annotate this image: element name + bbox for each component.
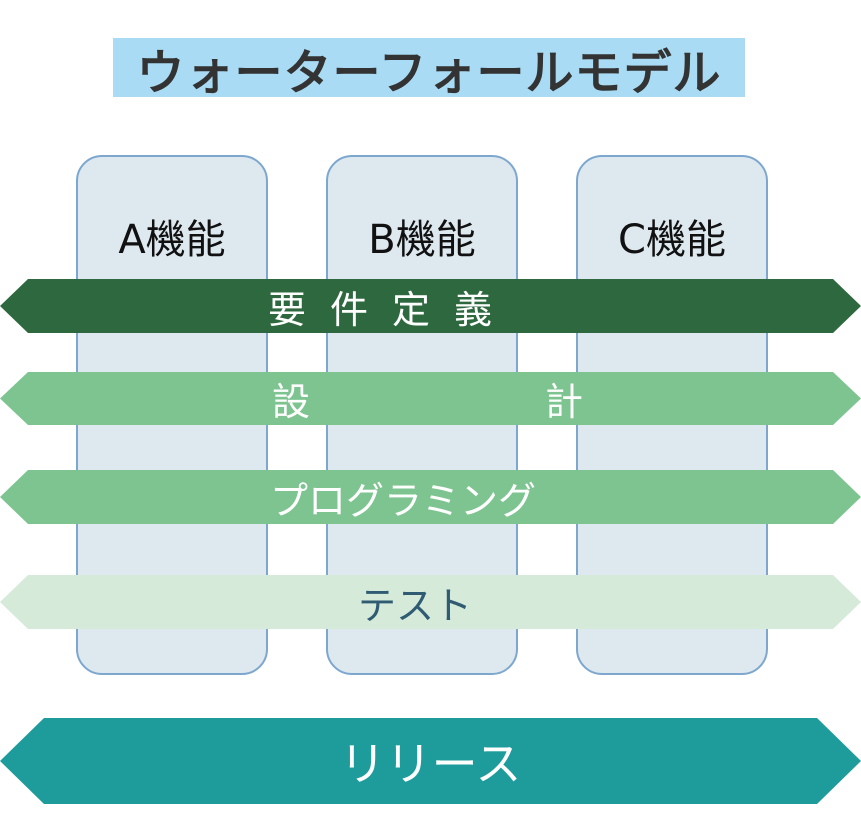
phase-programming-label: プログラミング: [270, 478, 537, 523]
phase-requirements-label: 要件定義: [268, 287, 517, 332]
phase-design-arrow: 設 計: [0, 372, 861, 425]
phase-programming-arrow: プログラミング: [0, 470, 861, 524]
phase-design-label-part1: 設: [272, 380, 311, 424]
feature-label-b: B機能: [368, 217, 476, 263]
phase-design-label-part2: 計: [545, 380, 584, 424]
release-arrow: リリース: [0, 718, 861, 804]
phase-test-arrow: テスト: [0, 575, 861, 629]
diagram-title: ウォーターフォールモデル: [113, 38, 745, 101]
feature-label-c: C機能: [618, 217, 726, 263]
release-label: リリース: [339, 737, 522, 791]
phase-test-label: テスト: [358, 583, 473, 628]
feature-label-a: A機能: [118, 217, 226, 263]
phase-requirements-arrow: 要件定義: [0, 279, 861, 333]
